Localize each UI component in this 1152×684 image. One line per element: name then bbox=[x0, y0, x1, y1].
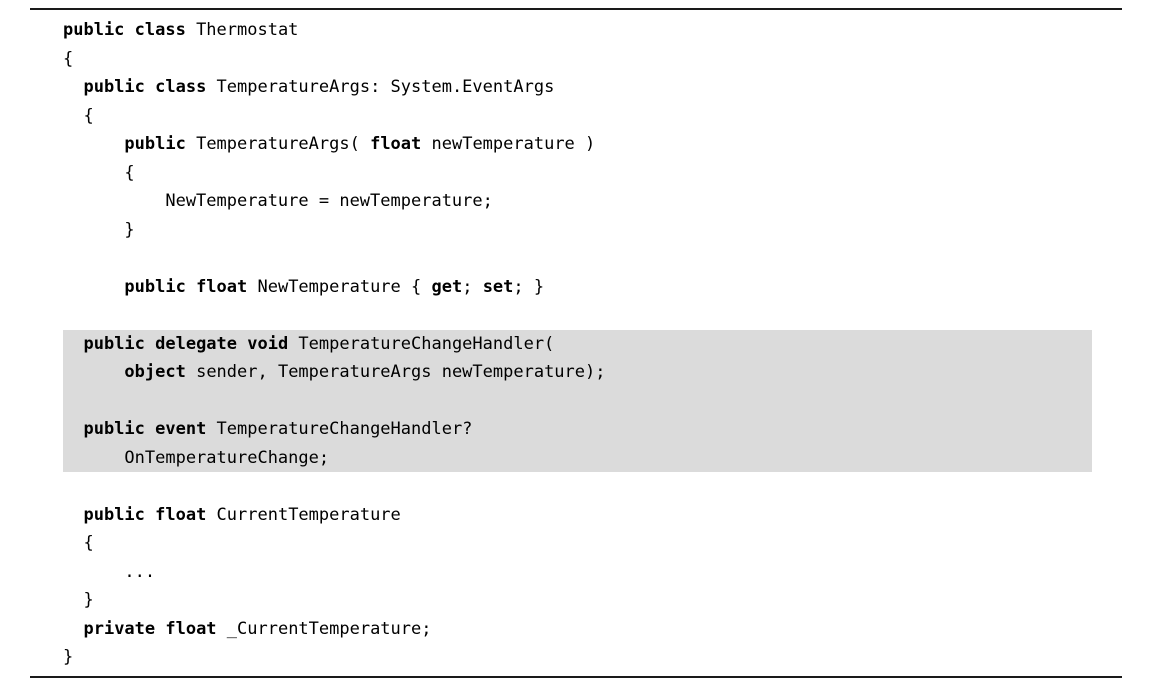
keyword-token: object bbox=[124, 362, 186, 382]
code-line-highlighted: object sender, TemperatureArgs newTemper… bbox=[63, 358, 1092, 387]
code-line: ... bbox=[63, 558, 1092, 587]
code-token bbox=[63, 277, 124, 297]
keyword-token: public float bbox=[124, 276, 248, 297]
top-rule bbox=[30, 8, 1122, 10]
code-token: Thermostat bbox=[185, 20, 299, 40]
code-line bbox=[63, 244, 1092, 273]
code-line: public class TemperatureArgs: System.Eve… bbox=[63, 73, 1092, 102]
code-line: } bbox=[63, 216, 1092, 245]
code-token: ... bbox=[63, 561, 156, 582]
code-line: { bbox=[63, 102, 1092, 131]
code-token: { bbox=[63, 48, 74, 69]
keyword-token: public delegate void bbox=[83, 333, 289, 354]
code-token: NewTemperature { bbox=[247, 276, 432, 297]
code-token: TemperatureArgs: System.EventArgs bbox=[206, 77, 555, 97]
keyword-token: public bbox=[124, 134, 186, 154]
code-token bbox=[63, 362, 124, 382]
code-line: { bbox=[63, 529, 1092, 558]
code-line-highlighted bbox=[63, 386, 1092, 415]
code-line: } bbox=[63, 643, 1092, 672]
code-token: ; } bbox=[513, 276, 545, 297]
code-token: OnTemperatureChange; bbox=[63, 447, 330, 468]
code-token: { bbox=[63, 162, 135, 183]
code-line: NewTemperature = newTemperature; bbox=[63, 187, 1092, 216]
code-token bbox=[63, 505, 83, 525]
code-token bbox=[63, 134, 124, 154]
code-token: } bbox=[63, 590, 94, 610]
code-token: } bbox=[63, 219, 135, 240]
code-token: TemperatureChangeHandler? bbox=[206, 419, 473, 439]
code-line: public TemperatureArgs( float newTempera… bbox=[63, 130, 1092, 159]
code-line: { bbox=[63, 45, 1092, 74]
code-token: _CurrentTemperature; bbox=[216, 618, 432, 639]
keyword-token: public float bbox=[83, 504, 207, 525]
code-token: newTemperature ) bbox=[421, 134, 596, 154]
code-token: { bbox=[63, 533, 94, 553]
keyword-token: float bbox=[370, 134, 422, 154]
bottom-rule bbox=[30, 675, 1122, 678]
code-token: TemperatureArgs( bbox=[185, 134, 371, 154]
code-line: } bbox=[63, 586, 1092, 615]
code-line-highlighted: public event TemperatureChangeHandler? bbox=[63, 415, 1092, 444]
code-line-highlighted: public delegate void TemperatureChangeHa… bbox=[63, 329, 1092, 358]
keyword-token: public class bbox=[63, 20, 186, 40]
code-line: { bbox=[63, 159, 1092, 188]
code-token: TemperatureChangeHandler( bbox=[288, 333, 555, 354]
code-line bbox=[63, 472, 1092, 501]
code-token bbox=[63, 619, 83, 639]
code-token: { bbox=[63, 105, 94, 126]
code-token: ; bbox=[462, 276, 483, 297]
code-line: public class Thermostat bbox=[63, 16, 1092, 45]
code-token bbox=[63, 77, 83, 97]
code-token bbox=[63, 419, 83, 439]
keyword-token: get bbox=[431, 276, 463, 297]
code-line: public float CurrentTemperature bbox=[63, 501, 1092, 530]
code-line-highlighted: OnTemperatureChange; bbox=[63, 443, 1092, 472]
code-line bbox=[63, 301, 1092, 330]
code-token bbox=[63, 334, 83, 354]
keyword-token: set bbox=[482, 276, 514, 297]
code-line: private float _CurrentTemperature; bbox=[63, 615, 1092, 644]
code-token: CurrentTemperature bbox=[206, 504, 401, 525]
keyword-token: public event bbox=[83, 419, 207, 439]
code-token: } bbox=[63, 647, 74, 667]
code-line: public float NewTemperature { get; set; … bbox=[63, 273, 1092, 302]
keyword-token: public class bbox=[83, 77, 207, 97]
code-token: NewTemperature = newTemperature; bbox=[63, 191, 493, 211]
code-listing: public class Thermostat { public class Te… bbox=[63, 16, 1092, 672]
keyword-token: private float bbox=[83, 618, 217, 639]
code-token: sender, TemperatureArgs newTemperature); bbox=[185, 362, 606, 382]
